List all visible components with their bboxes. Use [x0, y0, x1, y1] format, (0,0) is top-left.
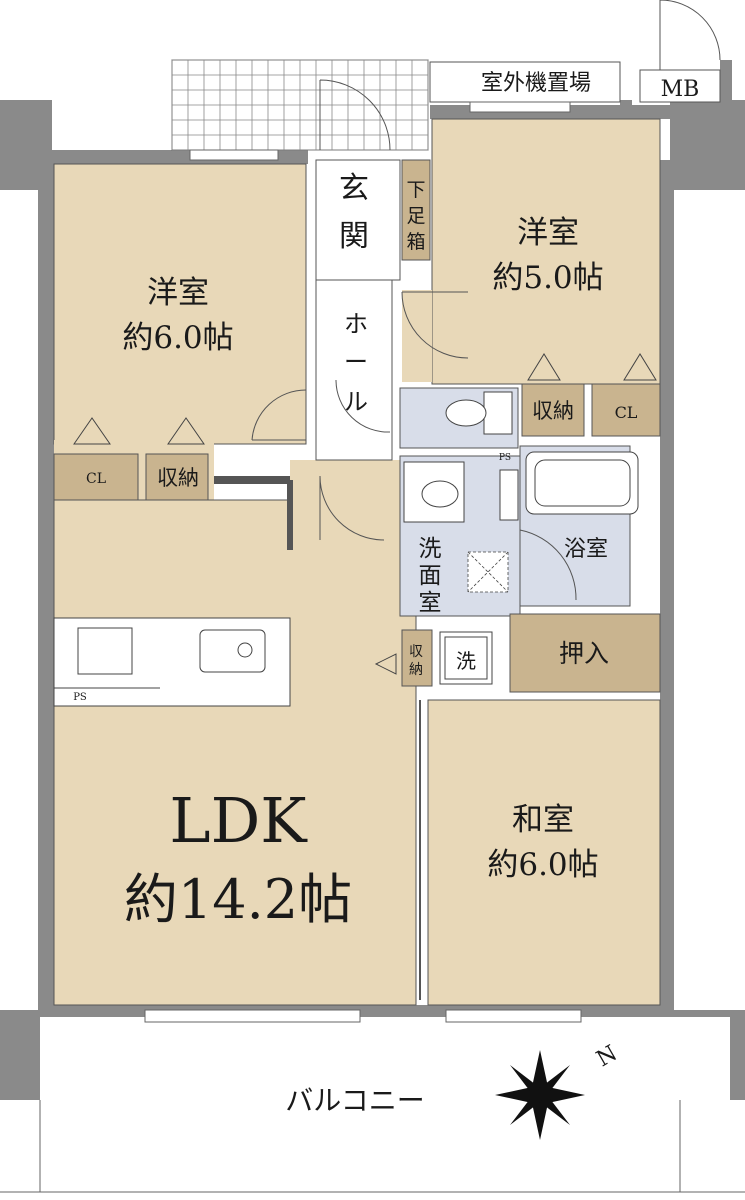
windows	[144, 101, 582, 1023]
outdoor-unit-area	[429, 61, 621, 103]
kitchen-counter	[53, 617, 291, 707]
label-western-b: 洋室	[517, 215, 579, 251]
label-shoe-3: 箱	[406, 231, 425, 253]
vent-box	[467, 551, 509, 593]
label-ldk-size: 約14.2帖	[124, 868, 352, 931]
label-hall-3: ル	[344, 388, 368, 416]
label-washroom-3: 室	[419, 590, 442, 616]
shoe-box	[401, 159, 431, 261]
label-ldk: LDK	[169, 784, 308, 857]
label-washroom-1: 洗	[419, 536, 442, 562]
label-ps-toilet: PS	[499, 453, 511, 463]
labels: 室外機置場 MB 玄 関 下 足 箱 ホ ー ル 洋室 約6.0帖 洋室 約5.…	[73, 71, 699, 1117]
label-shoe-2: 足	[406, 205, 425, 227]
label-shuno-c-2: 納	[409, 662, 423, 678]
label-western-a-size: 約6.0帖	[122, 320, 233, 356]
label-shuno-b: 収納	[532, 399, 574, 423]
balcony	[40, 1017, 730, 1195]
linen-closet	[499, 469, 519, 521]
hall-area	[315, 279, 393, 461]
label-hall-1: ホ	[344, 310, 368, 338]
closet-cl-b	[591, 383, 661, 437]
label-western-b-size: 約5.0帖	[492, 260, 603, 296]
label-shoe-1: 下	[406, 179, 425, 201]
compass-icon: N	[495, 1041, 622, 1140]
storage-markers	[73, 353, 657, 675]
japanese-room	[427, 699, 661, 1006]
label-cl-b: CL	[615, 403, 638, 422]
ldk-room	[53, 499, 417, 1006]
storage-shuno-c	[401, 629, 433, 687]
western-room-a	[53, 163, 307, 445]
label-balcony: バルコニー	[285, 1084, 424, 1117]
label-entrance-2: 関	[339, 219, 369, 254]
label-mb: MB	[661, 77, 700, 102]
label-washer: 洗	[456, 649, 476, 673]
label-oshiire: 押入	[559, 639, 609, 668]
label-shuno-a: 収納	[157, 466, 199, 490]
storage-shuno-b	[521, 383, 585, 437]
toilet-fixture	[445, 391, 513, 435]
label-japanese: 和室	[512, 802, 574, 838]
label-western-a: 洋室	[147, 275, 209, 311]
porch-tiles	[171, 59, 429, 151]
mb-box	[639, 69, 721, 103]
western-room-b	[431, 118, 661, 385]
label-cl-a: CL	[86, 471, 106, 487]
label-ps-kitchen: PS	[73, 692, 87, 703]
closet-cl-a	[53, 453, 139, 501]
label-entrance-1: 玄	[339, 171, 369, 206]
label-bath: 浴室	[564, 537, 608, 562]
oshiire	[509, 613, 661, 693]
label-shuno-c-1: 収	[409, 644, 423, 660]
label-japanese-size: 約6.0帖	[487, 847, 598, 883]
storage-shuno-a	[145, 453, 209, 501]
door-swings	[251, 79, 577, 601]
entrance-area	[315, 159, 401, 281]
label-hall-2: ー	[344, 348, 368, 376]
label-washroom-2: 面	[419, 563, 442, 589]
label-outdoor-unit: 室外機置場	[481, 71, 591, 96]
